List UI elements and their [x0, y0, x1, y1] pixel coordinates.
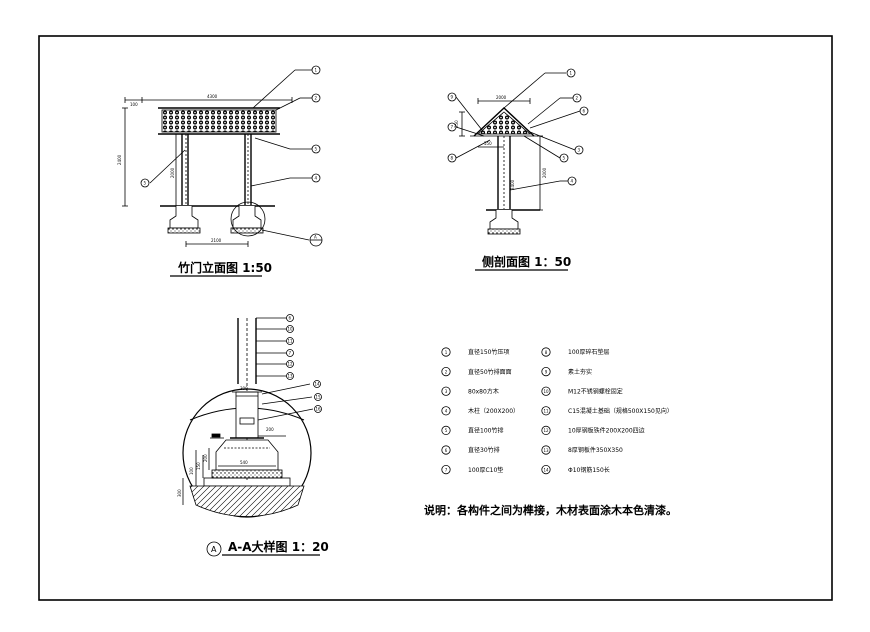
legend-text: 80x80方木	[468, 387, 499, 395]
dim-elev-post: 2000	[170, 167, 175, 178]
detail-labels: 300 200 540 100 150 200 300 6 10 11 7 12…	[177, 316, 329, 555]
sheet-frame	[38, 35, 833, 601]
callout-label: 14	[315, 382, 321, 387]
callout-label: 11	[288, 339, 294, 344]
callout-label: 3	[578, 148, 581, 153]
dim-sec-span: 550	[484, 141, 492, 146]
callout-label: 6	[583, 109, 586, 114]
dim-elev-bottom: 2100	[211, 238, 222, 243]
legend-number: 8	[545, 350, 548, 355]
legend: 1 直径150竹压项 2 直径50竹排面面 3 80x80方木 4 木柱（200X200） 5 直…	[441, 347, 673, 475]
dim-det-h3: 200	[203, 454, 208, 462]
legend-number-circle	[441, 366, 451, 377]
legend-number-circle	[541, 347, 551, 357]
legend-number-circle	[541, 425, 551, 435]
dim-sec-top: 2000	[496, 95, 507, 100]
callout-label: 5	[315, 147, 318, 152]
legend-number-circle	[541, 366, 551, 377]
general-note: 说明：各构件之间为榫接，木材表面涂木本色清漆。	[424, 503, 677, 517]
dim-elev-top: 4300	[207, 94, 218, 99]
legend-number: 5	[445, 428, 448, 433]
legend-number-circle	[441, 445, 451, 455]
legend-number: 3	[445, 389, 448, 394]
legend-text: 素土夯实	[568, 368, 592, 376]
section-marker-label: A	[314, 235, 317, 240]
legend-number-circle	[541, 464, 551, 475]
legend-number-circle	[541, 445, 551, 455]
legend-text: 直径50竹排面面	[468, 368, 512, 376]
callout-label: 6	[289, 316, 292, 321]
dim-sec-h1: 2400	[510, 179, 515, 190]
dim-elev-height: 2400	[117, 154, 122, 165]
legend-number-circle	[441, 406, 451, 416]
elevation-labels: 4300 100 2400 2000 2100 1 2 5 4 5 A 竹门立面…	[117, 68, 318, 276]
legend-number-circle	[541, 386, 551, 396]
callout-label: 9	[451, 95, 454, 100]
legend-number: 4	[445, 409, 448, 414]
legend-number: 6	[445, 448, 448, 453]
section-labels: 2000 350 550 2400 2000 1 2 6 3 5 4 9 7 8…	[451, 71, 586, 270]
callout-label: 8	[451, 156, 454, 161]
dim-det-base: 540	[240, 460, 248, 465]
legend-text: 直径100竹排	[468, 427, 503, 435]
callout-label: 10	[288, 327, 294, 332]
title-section: 侧剖面图 1：50	[482, 254, 571, 269]
callout-label: 5	[144, 181, 147, 186]
legend-number: 13	[543, 448, 549, 453]
callout-label: 4	[571, 179, 574, 184]
legend-text: 木柱（200X200）	[468, 407, 519, 415]
callout-label: 7	[451, 125, 454, 130]
callout-label: 16	[316, 407, 322, 412]
legend-text: 100厚C10垫	[468, 466, 503, 474]
legend-number: 10	[543, 389, 549, 394]
title-elevation: 竹门立面图 1:50	[177, 260, 272, 275]
legend-text: 100厚碎石垫层	[568, 348, 609, 356]
dim-det-h4: 300	[177, 489, 182, 497]
legend-text: Φ10钢筋150长	[568, 466, 610, 474]
legend-number-circle	[541, 406, 551, 416]
legend-text: 8厚钢板件350X350	[568, 446, 623, 454]
callout-label: 2	[576, 96, 579, 101]
dim-sec-roof: 350	[454, 120, 459, 128]
legend-text: 直径150竹压项	[468, 348, 509, 356]
callout-label: 2	[315, 96, 318, 101]
dim-sec-h2: 2000	[542, 167, 547, 178]
elevation-roof	[161, 109, 277, 133]
detail-marker-label: A	[211, 545, 217, 554]
dim-elev-left: 100	[130, 102, 138, 107]
callout-label: 5	[563, 156, 566, 161]
legend-number-circle	[441, 347, 451, 357]
dim-det-top: 300	[240, 386, 248, 391]
callout-label: 13	[288, 374, 294, 379]
title-detail: A-A大样图 1：20	[228, 539, 329, 554]
callout-label: 4	[315, 176, 318, 181]
legend-number: 2	[445, 369, 448, 374]
dim-det-w: 200	[266, 427, 274, 432]
legend-text: M12不锈钢螺栓固定	[568, 387, 623, 395]
legend-number-circle	[441, 464, 451, 475]
dim-det-h1: 100	[189, 467, 194, 475]
legend-text: 10厚钢板铁件200X200四边	[568, 427, 645, 435]
elevation-view	[122, 65, 323, 247]
legend-number: 1	[445, 350, 448, 355]
legend-text: 直径30竹排	[468, 446, 500, 454]
legend-number: 12	[543, 428, 549, 433]
legend-number: 7	[445, 467, 448, 472]
legend-number: 9	[545, 369, 548, 374]
callout-label: 1	[570, 71, 573, 76]
callout-label: 12	[288, 362, 294, 367]
callout-label: 15	[316, 395, 322, 400]
callout-label: 7	[289, 351, 292, 356]
legend-number-circle	[441, 425, 451, 435]
legend-number: 11	[543, 409, 549, 414]
detail-view	[182, 314, 322, 557]
legend-number: 14	[543, 467, 549, 472]
legend-text: C15混凝土基础（规格500X150见向）	[568, 407, 673, 415]
dim-det-h2: 150	[196, 462, 201, 470]
legend-number-circle	[441, 386, 451, 396]
callout-label: 1	[315, 68, 318, 73]
section-view	[447, 68, 589, 235]
